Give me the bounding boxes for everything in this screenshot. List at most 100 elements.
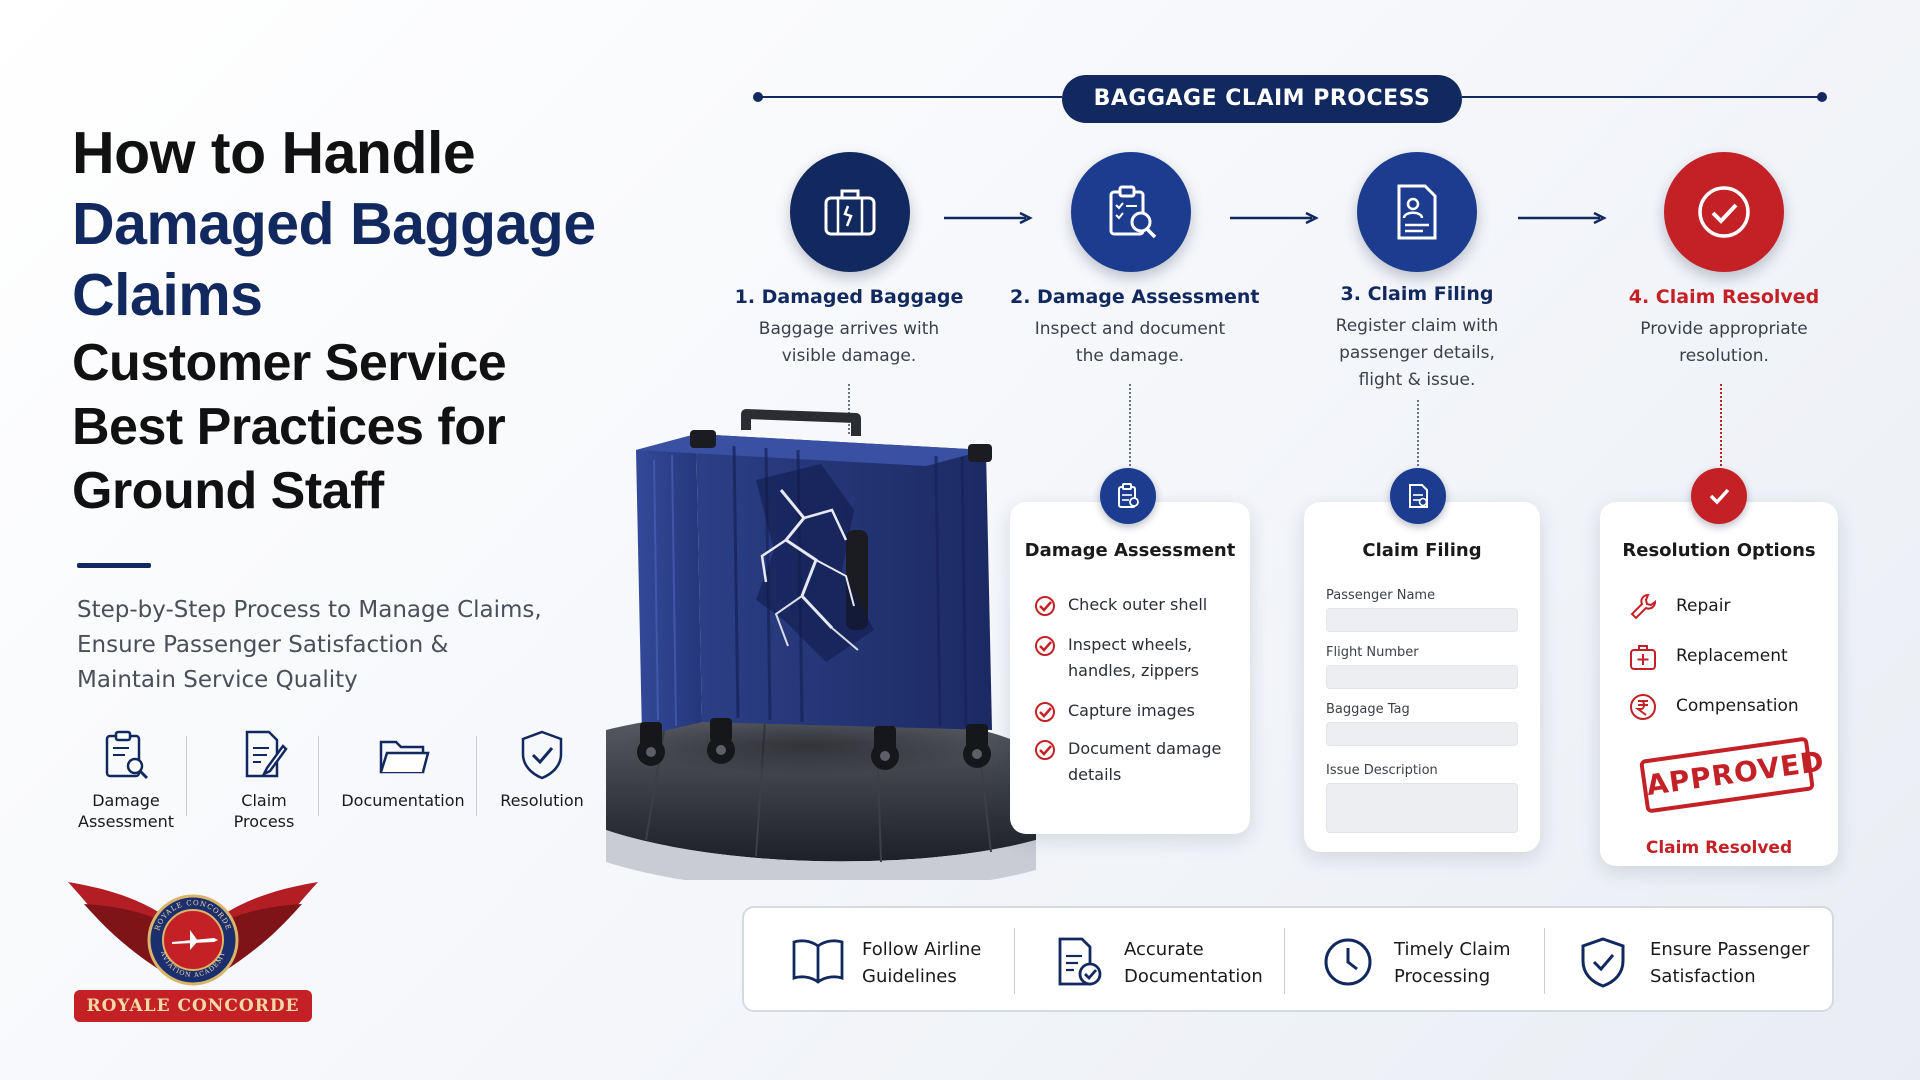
clipboard-search-icon (105, 730, 149, 780)
step-arrow-1 (944, 212, 1033, 224)
clock-icon (1324, 938, 1372, 986)
practice-line: Ensure Passenger (1650, 939, 1810, 960)
step-1-title: 1. Damaged Baggage (734, 286, 964, 308)
clipboard-icon (1118, 483, 1139, 508)
subtitle-line-3: Maintain Service Quality (77, 667, 358, 693)
page-title: How to Handle Damaged Baggage Claims Cus… (72, 118, 672, 523)
checklist-line: Document damage (1068, 739, 1222, 758)
step-3-circle (1357, 152, 1477, 272)
damaged-suitcase-illustration (606, 400, 1036, 892)
step-desc-line: the damage. (1075, 346, 1185, 366)
step-4-description: Provide appropriate resolution. (1609, 316, 1839, 370)
connector-step-2 (1129, 384, 1131, 470)
card-title: Resolution Options (1622, 540, 1816, 561)
title-line-6: Ground Staff (72, 462, 384, 520)
field-label-flight-number: Flight Number (1326, 645, 1419, 660)
title-line-2: Damaged Baggage (72, 191, 596, 257)
title-line-1: How to Handle (72, 120, 476, 186)
step-desc-line: passenger details, (1339, 343, 1495, 363)
subtitle-line-2: Ensure Passenger Satisfaction & (77, 632, 449, 658)
shield-check-icon (521, 730, 563, 780)
step-2-description: Inspect and document the damage. (1015, 316, 1245, 370)
mini-label-line-1: Claim (241, 791, 287, 810)
checklist-line: handles, zippers (1068, 661, 1199, 680)
checklist-text: Capture images (1068, 698, 1195, 724)
step-1-description: Baggage arrives with visible damage. (734, 316, 964, 370)
checklist-line: Check outer shell (1068, 595, 1208, 614)
subtitle-line-1: Step-by-Step Process to Manage Claims, (77, 597, 542, 623)
shield-check-icon (1581, 937, 1625, 988)
academy-logo: ROYALE CONCORDE AVIATION ACADEMY ROYALE … (62, 878, 324, 1028)
check-circle-icon (1698, 186, 1750, 238)
step-desc-line: Baggage arrives with (758, 319, 940, 339)
resolution-options-card: Resolution Options Repair Replacement Co… (1600, 502, 1838, 866)
wrench-icon (1630, 593, 1657, 620)
damaged-suitcase-image (606, 409, 1036, 892)
practice-line: Documentation (1124, 966, 1263, 987)
resolution-card-badge (1691, 468, 1747, 524)
practice-line: Processing (1394, 966, 1491, 987)
checklist-line: details (1068, 765, 1122, 784)
field-label-baggage-tag: Baggage Tag (1326, 702, 1410, 717)
mini-separator (476, 736, 477, 816)
step-desc-line: visible damage. (781, 346, 917, 366)
mini-label: Resolution (500, 791, 584, 810)
title-line-3: Claims (72, 262, 263, 328)
rupee-coin-icon (1630, 694, 1656, 720)
card-title: Claim Filing (1362, 540, 1482, 561)
option-label: Repair (1676, 596, 1731, 616)
check-circle-icon (1035, 740, 1055, 760)
practice-line: Accurate (1124, 939, 1204, 960)
check-circle-icon (1035, 596, 1055, 616)
step-4-circle (1664, 152, 1784, 272)
subtitle: Step-by-Step Process to Manage Claims, E… (77, 593, 597, 698)
damage-assessment-card: Damage Assessment Check outer shell Insp… (1010, 502, 1250, 834)
check-circle-icon (1035, 636, 1055, 656)
mini-label-line-2: Assessment (78, 812, 174, 831)
step-3-description: Register claim with passenger details, f… (1302, 313, 1532, 394)
checklist-item: Check outer shell (1034, 592, 1244, 622)
passenger-name-input[interactable] (1326, 608, 1518, 632)
step-desc-line: Inspect and document (1034, 319, 1226, 339)
mini-separator (318, 736, 319, 816)
suitcase-plus-icon (1630, 645, 1656, 670)
checklist-line: Capture images (1068, 701, 1195, 720)
bar-separator (1284, 928, 1285, 994)
option-label: Compensation (1676, 696, 1799, 716)
assessment-card-badge (1100, 468, 1156, 524)
baggage-tag-input[interactable] (1326, 722, 1518, 746)
checklist-text: Inspect wheels,handles, zippers (1068, 632, 1199, 684)
winged-emblem-icon: ROYALE CONCORDE AVIATION ACADEMY (68, 882, 318, 986)
flight-number-input[interactable] (1326, 665, 1518, 689)
process-header-pill: BAGGAGE CLAIM PROCESS (1062, 75, 1462, 123)
bar-separator (1544, 928, 1545, 994)
check-icon (1709, 488, 1730, 505)
approved-stamp: APPROVED (1639, 736, 1827, 814)
option-label: Replacement (1676, 646, 1788, 666)
mini-label-line-2: Process (233, 812, 295, 831)
checklist-text: Document damage details (1068, 736, 1221, 788)
mini-label: Documentation (341, 791, 465, 810)
step-desc-line: resolution. (1679, 346, 1769, 366)
title-line-5: Best Practices for (72, 398, 506, 456)
bar-separator (1014, 928, 1015, 994)
practice-line: Guidelines (862, 966, 957, 987)
claim-filing-card: Claim Filing Passenger Name Flight Numbe… (1304, 502, 1540, 852)
connector-step-4 (1720, 384, 1722, 470)
check-circle-icon (1035, 702, 1055, 722)
issue-description-textarea[interactable] (1326, 783, 1518, 833)
mini-label-line-1: Damage (92, 791, 160, 810)
card-title: Damage Assessment (1024, 540, 1236, 561)
header-line-right (1462, 96, 1822, 98)
